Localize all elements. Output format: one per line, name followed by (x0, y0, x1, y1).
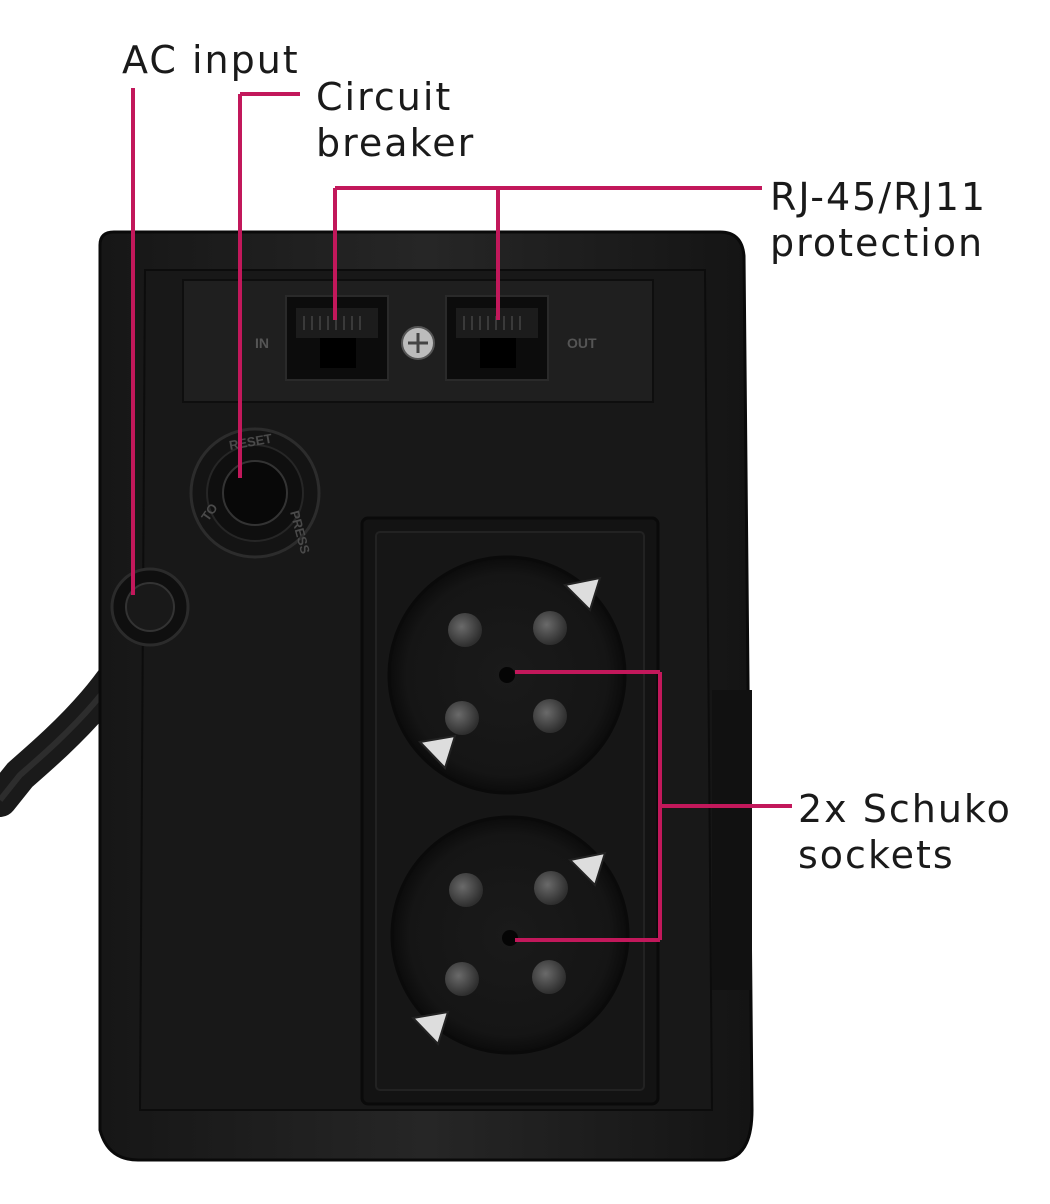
rj-protection-label: RJ-45/RJ11 protection (770, 174, 987, 266)
schuko-socket-upper (387, 555, 627, 795)
rj-line2: protection (770, 221, 985, 265)
callout-line-rj (333, 186, 762, 320)
rj-line1: RJ-45/RJ11 (770, 175, 988, 219)
ac-input-grommet (110, 567, 190, 647)
callout-line-circuit-breaker (238, 92, 300, 478)
circuit-breaker-label: Circuit breaker (316, 74, 475, 166)
port-out-label: OUT (567, 335, 597, 351)
circuit-breaker-line2: breaker (316, 121, 476, 165)
panel-screw (401, 326, 435, 360)
circuit-breaker-button: RESET PRESS TO (189, 427, 321, 559)
port-in-label: IN (255, 335, 269, 351)
schuko-line1: 2x Schuko (798, 787, 1012, 831)
schuko-line2: sockets (798, 833, 955, 877)
ac-input-text: AC input (122, 38, 300, 82)
callout-line-schuko (515, 670, 792, 942)
callout-lines (131, 88, 792, 942)
schuko-socket-lower (390, 815, 630, 1055)
rj-port-panel: IN OUT (182, 279, 654, 403)
ac-input-label: AC input (122, 37, 300, 83)
schuko-sockets-label: 2x Schuko sockets (798, 786, 1012, 878)
circuit-breaker-line1: Circuit (316, 75, 453, 119)
